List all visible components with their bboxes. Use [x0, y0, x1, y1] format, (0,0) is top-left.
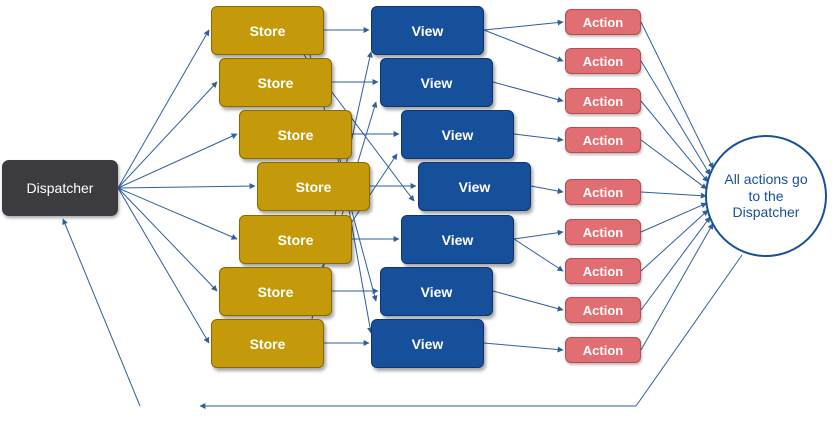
view-to-action-arrow [513, 238, 564, 272]
view-node: View [380, 267, 493, 316]
action-to-hub-arrow [640, 191, 707, 199]
dispatcher-to-store-arrow [117, 133, 238, 189]
view-node: View [401, 215, 514, 264]
dispatcher-to-store-arrow [117, 29, 210, 189]
action-node: Action [565, 127, 641, 153]
action-to-hub-arrow [640, 202, 708, 233]
view-node: View [401, 110, 514, 159]
view-node: View [418, 162, 531, 211]
store-node: Store [239, 110, 352, 159]
view-to-action-arrow [513, 133, 564, 143]
view-node: View [371, 6, 484, 55]
dispatcher-to-store-arrow [117, 81, 218, 189]
action-node: Action [565, 88, 641, 114]
view-to-action-arrow [483, 29, 564, 62]
dispatcher-to-store-arrow [117, 187, 218, 292]
dispatcher-to-store-arrow [117, 187, 210, 344]
store-node: Store [211, 319, 324, 368]
action-to-hub-arrow [640, 139, 708, 190]
return-to-dispatcher-arrow [62, 218, 141, 407]
store-node: Store [239, 215, 352, 264]
action-node: Action [565, 179, 641, 205]
action-to-hub-arrow [640, 216, 711, 311]
view-node: View [380, 58, 493, 107]
action-node: Action [565, 258, 641, 284]
store-node: Store [219, 58, 332, 107]
view-node: View [371, 319, 484, 368]
action-node: Action [565, 48, 641, 74]
dispatcher-to-store-arrow [117, 183, 256, 190]
dispatcher-to-store-arrow [117, 187, 238, 240]
view-to-action-arrow [492, 81, 564, 103]
store-node: Store [211, 6, 324, 55]
store-node: Store [257, 162, 370, 211]
action-node: Action [565, 9, 641, 35]
action-node: Action [565, 219, 641, 245]
action-to-hub-arrow [640, 100, 709, 183]
view-to-action-arrow [492, 290, 564, 312]
view-to-action-arrow [483, 19, 564, 31]
view-to-action-arrow [530, 185, 564, 194]
action-to-hub-arrow [640, 60, 711, 176]
dispatcher-hub-circle: All actions go to the Dispatcher [705, 135, 827, 257]
action-to-hub-arrow [640, 223, 714, 351]
action-node: Action [565, 337, 641, 363]
hub-to-dispatcher-arrow [199, 254, 743, 409]
dispatcher-node: Dispatcher [2, 160, 118, 216]
store-node: Store [219, 267, 332, 316]
view-to-action-arrow [483, 342, 564, 353]
action-node: Action [565, 297, 641, 323]
view-to-action-arrow [513, 229, 564, 240]
action-to-hub-arrow [640, 209, 709, 272]
action-to-hub-arrow [640, 21, 714, 169]
